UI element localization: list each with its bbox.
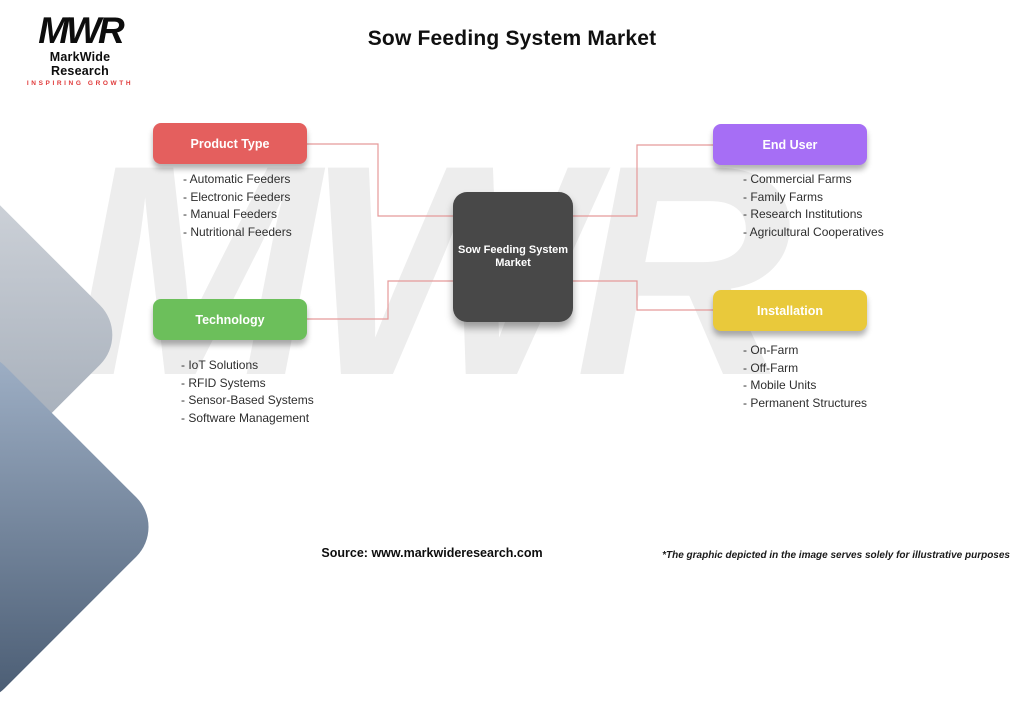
list-item: - Agricultural Cooperatives: [743, 224, 884, 239]
diagram-page: { "title": "Sow Feeding System Market", …: [0, 10, 1010, 718]
list-item: - Manual Feeders: [183, 207, 278, 221]
center-node-line1: Sow Feeding System: [457, 244, 569, 256]
list-item: - RFID Systems: [181, 375, 266, 390]
list-item: - Nutritional Feeders: [183, 224, 292, 239]
list-item: - IoT Solutions: [181, 358, 259, 372]
list-item: - Commercial Farms: [743, 172, 852, 186]
list-item: - Off-Farm: [743, 360, 799, 375]
node-end-user: End User: [713, 124, 867, 165]
list-item: - Sensor-Based Systems: [181, 393, 314, 407]
source-url[interactable]: www.markwideresearch.com: [371, 546, 543, 560]
connector-lines: [307, 143, 713, 320]
list-item: - Family Farms: [743, 189, 823, 204]
list-item: - Research Institutions: [743, 207, 863, 221]
node-installation: Installation: [713, 290, 867, 331]
node-technology: Technology: [153, 299, 307, 340]
list-item: - Electronic Feeders: [183, 189, 291, 204]
logo-brand-mark: MWR: [38, 10, 124, 51]
center-node-line2: Market: [495, 257, 531, 269]
source-label: Source:: [321, 546, 368, 560]
connector-technology: [307, 280, 453, 320]
background-watermark-text: MWR: [70, 102, 792, 438]
page-title: Sow Feeding System Market: [367, 27, 657, 50]
logo-tagline: Inspiring Growth: [26, 80, 134, 87]
installation-items: - On-Farm - Off-Farm - Mobile Units - Pe…: [743, 342, 867, 412]
markwide-logo: MWR MarkWide Research Inspiring Growth: [25, 10, 135, 88]
connector-installation: [573, 280, 713, 311]
list-item: - Automatic Feeders: [183, 172, 291, 186]
node-product-type: Product Type: [153, 123, 307, 164]
list-item: - Software Management: [181, 410, 310, 425]
disclaimer-text: *The graphic depicted in the image serve…: [662, 550, 1010, 561]
technology-items: - IoT Solutions - RFID Systems - Sensor-…: [181, 357, 314, 427]
node-center-market: Sow Feeding System Market: [453, 192, 573, 322]
connector-end-user: [573, 144, 713, 217]
connector-product-type: [307, 143, 453, 217]
list-item: - Permanent Structures: [743, 395, 868, 410]
end-user-items: - Commercial Farms - Family Farms - Rese…: [743, 171, 884, 241]
source-line: Source: www.markwideresearch.com: [0, 546, 864, 560]
list-item: - On-Farm: [743, 343, 799, 357]
product-type-items: - Automatic Feeders - Electronic Feeders…: [183, 171, 292, 241]
logo-company-name: MarkWide Research: [49, 50, 111, 78]
list-item: - Mobile Units: [743, 378, 817, 392]
